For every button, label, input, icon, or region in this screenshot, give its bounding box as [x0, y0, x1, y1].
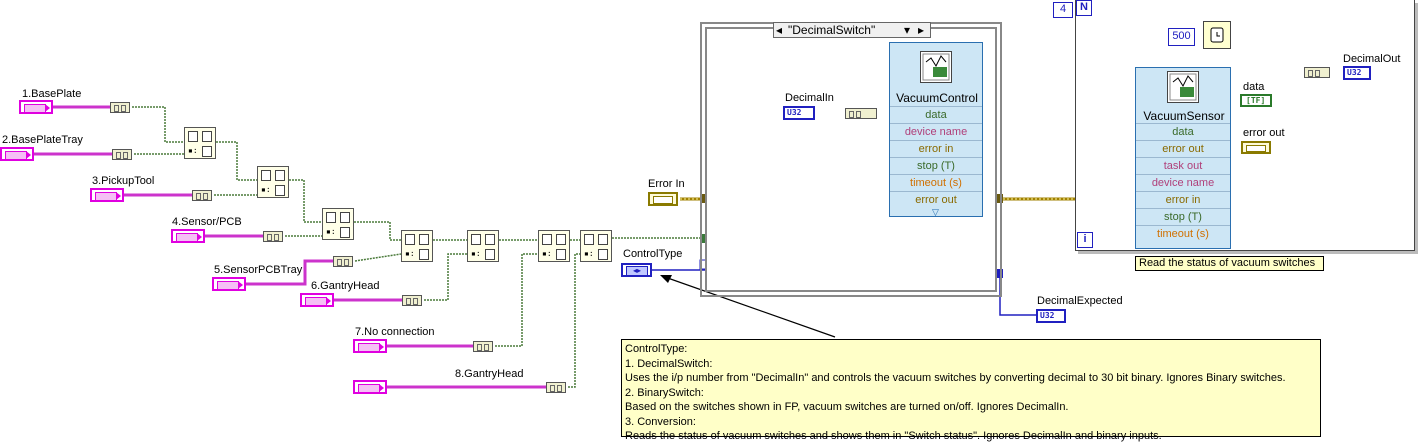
build-array-node[interactable]: ▪: [401, 230, 433, 262]
pickup-tool-label: 3.PickupTool [92, 175, 155, 187]
base-plate-label: 1.BasePlate [22, 88, 82, 100]
no-connection-label: 7.No connection [355, 326, 435, 338]
error-in-label: Error In [648, 178, 685, 190]
decimal-out-indicator[interactable]: U32 [1343, 66, 1371, 80]
loop-count-terminal[interactable]: N [1076, 0, 1092, 16]
error-out-indicator[interactable] [1241, 141, 1271, 154]
vacuum-sensor-vi[interactable]: VacuumSensor data error out task out dev… [1135, 67, 1231, 249]
wait-ms-constant[interactable]: 500 [1168, 28, 1195, 46]
error-in-control[interactable] [648, 192, 678, 206]
decimal-expected-indicator[interactable]: U32 [1036, 309, 1066, 323]
vacuum-sensor-icon [1167, 71, 1199, 103]
comment-line: Based on the switches shown in FP, vacuu… [625, 401, 1069, 413]
build-array-node[interactable]: ▪: [322, 208, 354, 240]
vs-terminal-timeout[interactable]: timeout (s) [1136, 225, 1230, 242]
vc-terminal-error-out[interactable]: error out [890, 191, 982, 208]
sensor-pcb-tray-control[interactable] [212, 277, 246, 291]
unbundle-node[interactable] [112, 149, 132, 160]
vc-terminal-stop[interactable]: stop (T) [890, 157, 982, 174]
vc-terminal-timeout[interactable]: timeout (s) [890, 174, 982, 191]
build-array-node[interactable]: ▪: [580, 230, 612, 262]
unbundle-node[interactable] [473, 341, 493, 352]
sensor-pcb-control[interactable] [171, 229, 205, 243]
error-out-label: error out [1243, 127, 1285, 139]
comment-line: Reads the status of vacuum switches and … [625, 430, 1162, 442]
unbundle-node[interactable] [263, 231, 283, 242]
vacuum-control-icon [920, 51, 952, 83]
pickup-tool-control[interactable] [90, 188, 124, 202]
base-plate-tray-control[interactable] [0, 147, 34, 161]
decimal-in-control[interactable]: U32 [783, 106, 815, 120]
data-indicator[interactable]: [TF] [1240, 94, 1272, 107]
build-array-node[interactable]: ▪: [467, 230, 499, 262]
comment-line: 1. DecimalSwitch: [625, 357, 713, 370]
decimal-out-label: DecimalOut [1343, 53, 1401, 65]
comment-line: Uses the i/p number from "DecimalIn" and… [625, 372, 1286, 384]
chevron-down-icon[interactable]: ▽ [932, 207, 939, 217]
case-selector[interactable]: ◂ "DecimalSwitch" ▾ ▸ [773, 22, 931, 38]
vs-terminal-error-in[interactable]: error in [1136, 191, 1230, 208]
for-loop-structure[interactable] [1075, 0, 1415, 251]
comment-line: 3. Conversion: [625, 415, 696, 428]
conversion-node[interactable] [845, 108, 877, 119]
vacuum-control-vi[interactable]: VacuumControl data device name error in … [889, 42, 983, 217]
control-type-enum[interactable]: ◂▸ [621, 263, 652, 277]
vacuum-control-title: VacuumControl [896, 91, 978, 105]
vacuum-sensor-title: VacuumSensor [1143, 109, 1225, 123]
base-plate-tray-label: 2.BasePlateTray [2, 134, 83, 146]
decimal-in-label: DecimalIn [785, 92, 834, 104]
decimal-expected-label: DecimalExpected [1037, 295, 1123, 307]
comment-line: 2. BinarySwitch: [625, 386, 704, 399]
conversion-node[interactable] [1304, 67, 1330, 78]
unbundle-node[interactable] [110, 102, 130, 113]
control-type-label: ControlType [623, 248, 683, 260]
no-connection-control[interactable] [353, 339, 387, 353]
gantry-head-8-label: 8.GantryHead [455, 368, 524, 380]
build-array-node[interactable]: ▪: [184, 127, 216, 159]
case-prev-icon[interactable]: ◂ [776, 23, 783, 37]
enum-arrows-icon: ◂▸ [626, 266, 648, 276]
sensor-pcb-tray-label: 5.SensorPCBTray [214, 264, 303, 276]
vs-terminal-data[interactable]: data [1136, 123, 1230, 140]
vs-terminal-task-out[interactable]: task out [1136, 157, 1230, 174]
build-array-node[interactable]: ▪: [538, 230, 570, 262]
case-next-icon[interactable]: ▸ [918, 23, 925, 37]
vc-terminal-device-name[interactable]: device name [890, 123, 982, 140]
wait-timer-icon[interactable] [1203, 21, 1231, 49]
unbundle-node[interactable] [333, 256, 353, 267]
gantry-head-8-control[interactable] [353, 380, 387, 394]
base-plate-control[interactable] [19, 100, 53, 114]
loop-comment: Read the status of vacuum switches [1135, 256, 1324, 271]
gantry-head-6-control[interactable] [300, 293, 334, 307]
tf-text: TF [1250, 96, 1261, 105]
unbundle-node[interactable] [546, 382, 566, 393]
vs-terminal-error-out[interactable]: error out [1136, 140, 1230, 157]
vs-terminal-device-name[interactable]: device name [1136, 174, 1230, 191]
sensor-pcb-label: 4.Sensor/PCB [172, 216, 242, 228]
loop-iteration-terminal: i [1077, 232, 1093, 248]
vc-terminal-data[interactable]: data [890, 106, 982, 123]
loop-count-constant[interactable]: 4 [1053, 2, 1073, 18]
vs-terminal-stop[interactable]: stop (T) [1136, 208, 1230, 225]
chevron-down-icon[interactable]: ▾ [904, 23, 911, 37]
case-selector-value: "DecimalSwitch" [788, 23, 876, 37]
build-array-node[interactable]: ▪: [257, 166, 289, 198]
gantry-head-6-label: 6.GantryHead [311, 280, 380, 292]
comment-line: ControlType: [625, 343, 688, 355]
unbundle-node[interactable] [402, 295, 422, 306]
vc-terminal-error-in[interactable]: error in [890, 140, 982, 157]
unbundle-node[interactable] [192, 190, 212, 201]
data-label: data [1243, 81, 1265, 93]
control-type-comment: ControlType: 1. DecimalSwitch: Uses the … [621, 339, 1321, 442]
